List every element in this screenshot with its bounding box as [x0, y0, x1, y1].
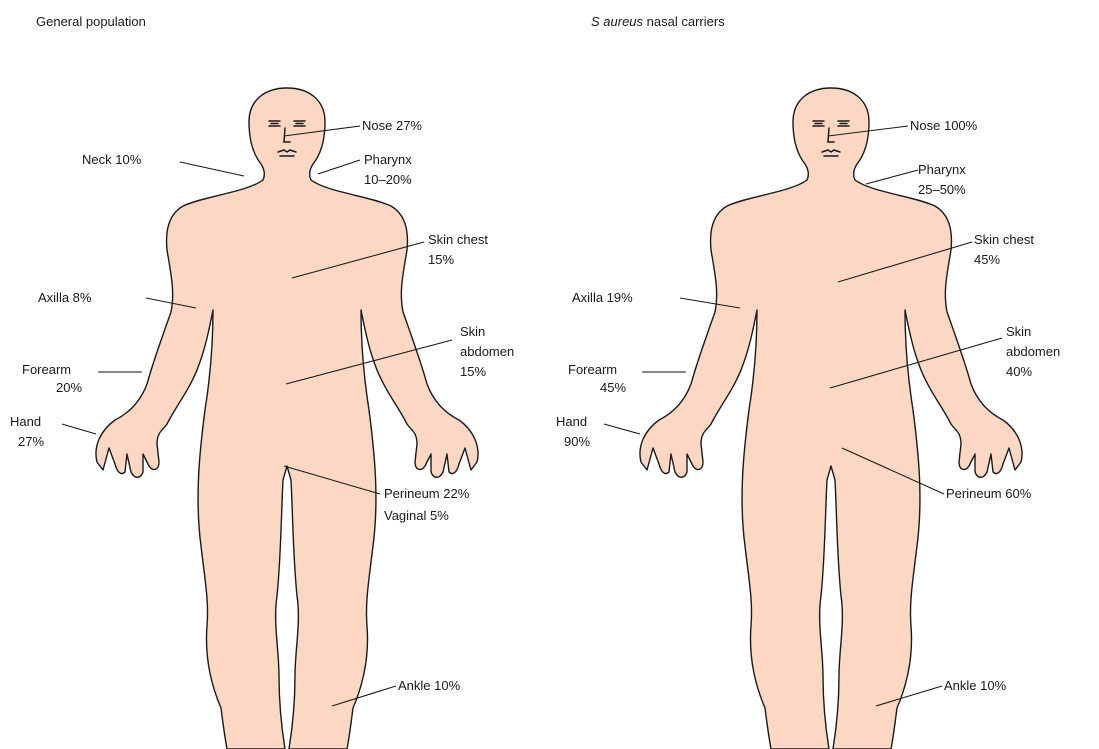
label-hand: Hand [10, 414, 41, 429]
label-forearm-value-2: 45% [600, 380, 626, 395]
label-hand-2: Hand [556, 414, 587, 429]
label-skin-chest-value-2: 45% [974, 252, 1000, 267]
label-nose-2: Nose 100% [910, 118, 978, 133]
label-forearm: Forearm [22, 362, 71, 377]
label-forearm-2: Forearm [568, 362, 617, 377]
label-skin-abdomen-2b: abdomen [1006, 344, 1060, 359]
label-skin-abdomen-value-2: 40% [1006, 364, 1032, 379]
label-nose: Nose 27% [362, 118, 422, 133]
label-ankle: Ankle 10% [398, 678, 461, 693]
label-hand-value: 27% [18, 434, 44, 449]
label-pharynx: Pharynx [364, 152, 412, 167]
body-silhouette [96, 88, 478, 749]
label-pharynx-2: Pharynx [918, 162, 966, 177]
label-skin-abdomen-2: abdomen [460, 344, 514, 359]
label-neck: Neck 10% [82, 152, 142, 167]
label-skin-abdomen-2a: Skin [1006, 324, 1031, 339]
label-skin-chest-2: Skin chest [974, 232, 1034, 247]
label-skin-chest-value: 15% [428, 252, 454, 267]
label-axilla: Axilla 8% [38, 290, 92, 305]
figure-general-population: General population Nose 27% Neck 10% Pha… [10, 14, 514, 749]
figure-title-2: S aureus nasal carriers [591, 14, 725, 29]
label-skin-abdomen-value: 15% [460, 364, 486, 379]
label-skin-abdomen: Skin [460, 324, 485, 339]
label-vaginal: Vaginal 5% [384, 508, 449, 523]
label-perineum-2: Perineum 60% [946, 486, 1032, 501]
figure-title: General population [36, 14, 146, 29]
figure-title-organism: S aureus [591, 14, 644, 29]
label-skin-chest: Skin chest [428, 232, 488, 247]
label-forearm-value: 20% [56, 380, 82, 395]
label-ankle-2: Ankle 10% [944, 678, 1007, 693]
label-hand-value-2: 90% [564, 434, 590, 449]
label-axilla-2: Axilla 19% [572, 290, 633, 305]
label-pharynx-value: 10–20% [364, 172, 412, 187]
label-pharynx-value-2: 25–50% [918, 182, 966, 197]
figure-nasal-carriers: S aureus nasal carriers Nose 100% Pharyn… [556, 14, 1060, 749]
label-perineum: Perineum 22% [384, 486, 470, 501]
figure-title-rest: nasal carriers [643, 14, 725, 29]
